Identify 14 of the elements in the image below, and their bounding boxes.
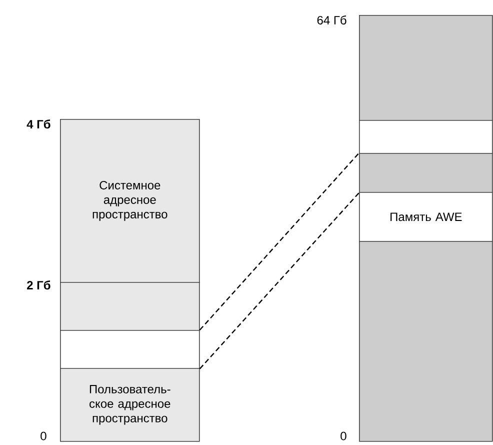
axis-label: 0 [40, 432, 46, 440]
memory-region [359, 15, 493, 121]
axis-label: 2 Гб [27, 280, 50, 290]
axis-label: 64 Гб [317, 16, 346, 24]
memory-region [60, 330, 200, 369]
memory-region [359, 120, 493, 154]
memory-region: Память AWE [359, 192, 493, 242]
memory-region [60, 282, 200, 331]
axis-label: 0 [340, 432, 346, 440]
dashed-line [199, 152, 360, 330]
memory-region: Пользователь- ское адресное пространство [60, 368, 200, 442]
memory-region [359, 153, 493, 193]
dashed-line [199, 192, 360, 370]
memory-region [359, 241, 493, 442]
